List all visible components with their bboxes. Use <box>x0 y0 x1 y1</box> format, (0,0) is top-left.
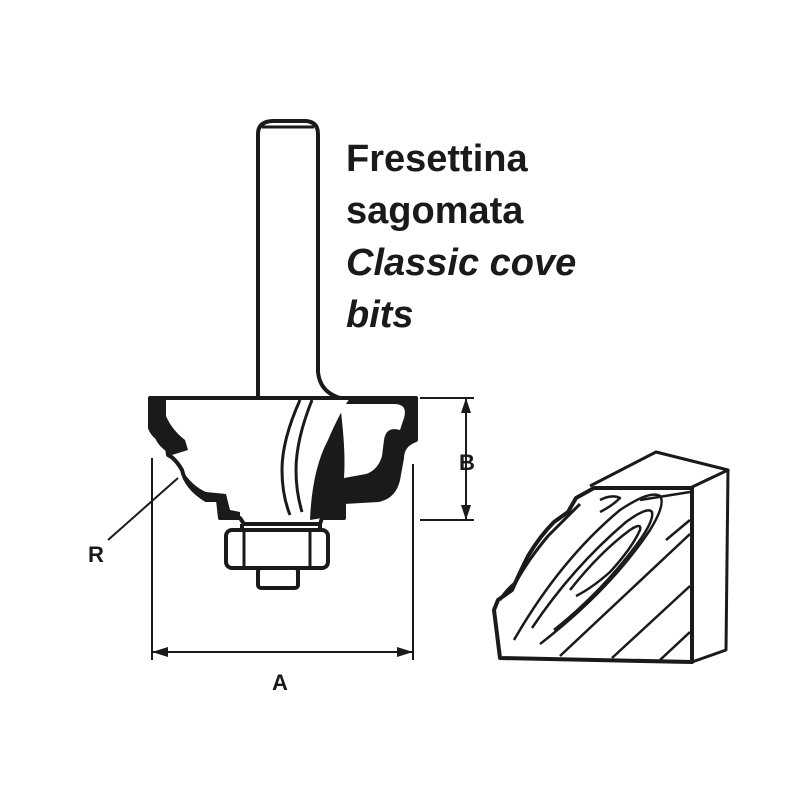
bearing <box>224 528 330 570</box>
title-english-line-2: bits <box>346 294 414 336</box>
dimension-lines <box>107 397 474 660</box>
product-title: Fresettina sagomata Classic cove bits <box>346 133 576 341</box>
title-italian-line-2: sagomata <box>346 190 524 232</box>
router-bit <box>148 119 418 590</box>
cutter-relief-line <box>280 399 302 516</box>
wood-profile-sample <box>492 450 730 664</box>
dimension-a-label: A <box>272 670 288 695</box>
cutter-left-edge <box>150 398 188 455</box>
bit-shank <box>256 119 342 400</box>
wood-front-face <box>492 486 694 664</box>
bearing-screw <box>256 566 300 590</box>
dimension-b-label: B <box>459 450 475 475</box>
dimension-r-leader <box>107 477 179 541</box>
title-english-line-1: Classic cove <box>346 242 577 284</box>
title-italian-line-1: Fresettina <box>346 138 528 180</box>
dimension-r-label: R <box>88 542 104 567</box>
